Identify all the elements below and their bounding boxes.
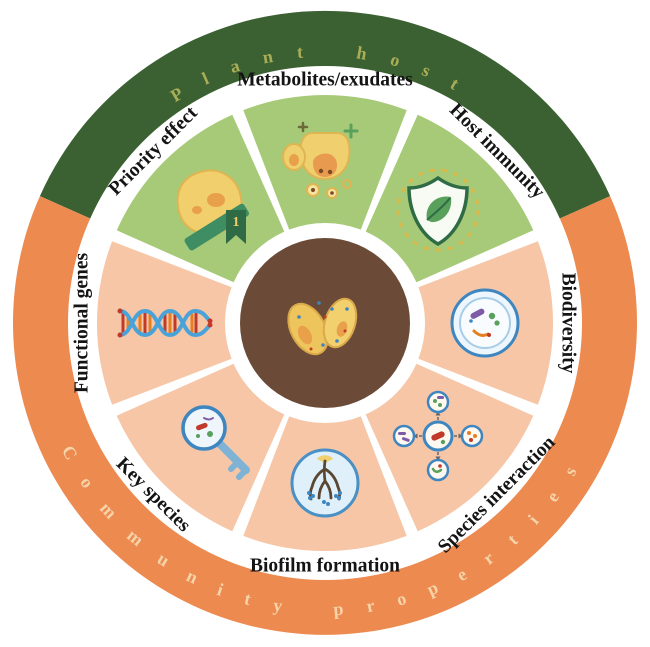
sector-label-biodiversity: Biodiversity: [558, 273, 579, 374]
first-place-ribbon-icon: 1: [176, 169, 250, 251]
exudate-secretion-icon: [282, 121, 359, 199]
biofilm-root-icon: [290, 448, 360, 518]
sector-label-functional-genes: Functional genes: [72, 252, 93, 393]
shield-leaf-icon: [396, 168, 480, 252]
rank-badge: 1: [233, 215, 240, 230]
outer-ring-plant-host-arc: [39, 10, 611, 219]
sector-species-interaction: [365, 363, 534, 532]
petri-dish-microbes-icon: [450, 288, 520, 358]
sector-label-metabolites: Metabolites/exudates: [237, 70, 413, 91]
seed-root-microbes-icon: [287, 297, 358, 356]
dna-helix-icon: [117, 308, 213, 338]
key-magnifier-icon: [181, 405, 250, 480]
center-hub: [240, 238, 410, 408]
sector-label-biofilm-formation: Biofilm formation: [250, 556, 400, 577]
outer-ring-community-arc: [12, 196, 638, 635]
microbe-network-icon: [392, 390, 484, 482]
